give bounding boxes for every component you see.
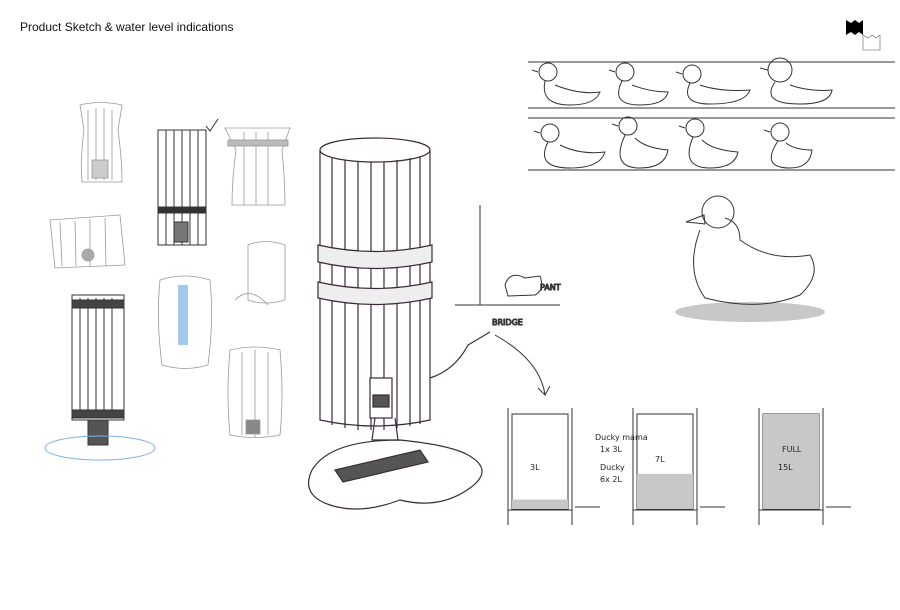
sketch-lantern-2	[224, 127, 291, 206]
duck-sketch	[678, 118, 739, 169]
big-duck-sketch	[675, 195, 825, 322]
duck-sketch	[675, 64, 751, 105]
legend-text: Ducky	[600, 463, 625, 472]
label-pant: PANT	[540, 283, 561, 292]
bridge-sketch: PANT BRIDGE	[455, 205, 561, 397]
tank-label: FULL	[782, 445, 802, 454]
sketch-cut-box	[49, 214, 126, 269]
tank-label: 7L	[655, 455, 665, 464]
water-level-tanks: 3L Ducky mama 1x 3L Ducky 6x 2L 7L FULL …	[507, 408, 851, 525]
water-fill	[637, 473, 693, 509]
page-title: Product Sketch & water level indications	[20, 20, 234, 34]
sketch-barrel-blue	[158, 275, 212, 369]
sketch-column-tall	[44, 294, 156, 461]
sketch-barrel-small	[227, 346, 283, 438]
sketch-column-dark	[157, 118, 219, 246]
tank-label: 3L	[530, 463, 540, 472]
duck-variants	[528, 57, 895, 171]
tank-3l: 3L Ducky mama 1x 3L Ducky 6x 2L	[507, 408, 648, 525]
tank-7l: 7L	[632, 408, 725, 525]
sketch-jar	[234, 241, 286, 306]
water-fill	[512, 499, 568, 509]
duck-sketch	[531, 62, 601, 106]
tank-15l: FULL 15L	[758, 408, 851, 525]
duck-sketch	[533, 123, 606, 169]
small-sketches	[44, 102, 291, 461]
legend-text: Ducky mama	[595, 433, 648, 442]
duck-sketch	[759, 57, 833, 105]
legend-text: 1x 3L	[600, 445, 622, 454]
brand-logo	[846, 20, 881, 51]
label-bridge: BRIDGE	[492, 318, 523, 327]
duck-sketch	[608, 62, 669, 106]
legend-text: 6x 2L	[600, 475, 622, 484]
duck-sketch	[611, 116, 669, 169]
duck-sketch	[763, 122, 813, 169]
sketch-lantern-1	[79, 102, 123, 183]
main-dispenser-sketch	[308, 137, 491, 510]
water-fill	[763, 414, 819, 509]
tank-label: 15L	[778, 463, 793, 472]
